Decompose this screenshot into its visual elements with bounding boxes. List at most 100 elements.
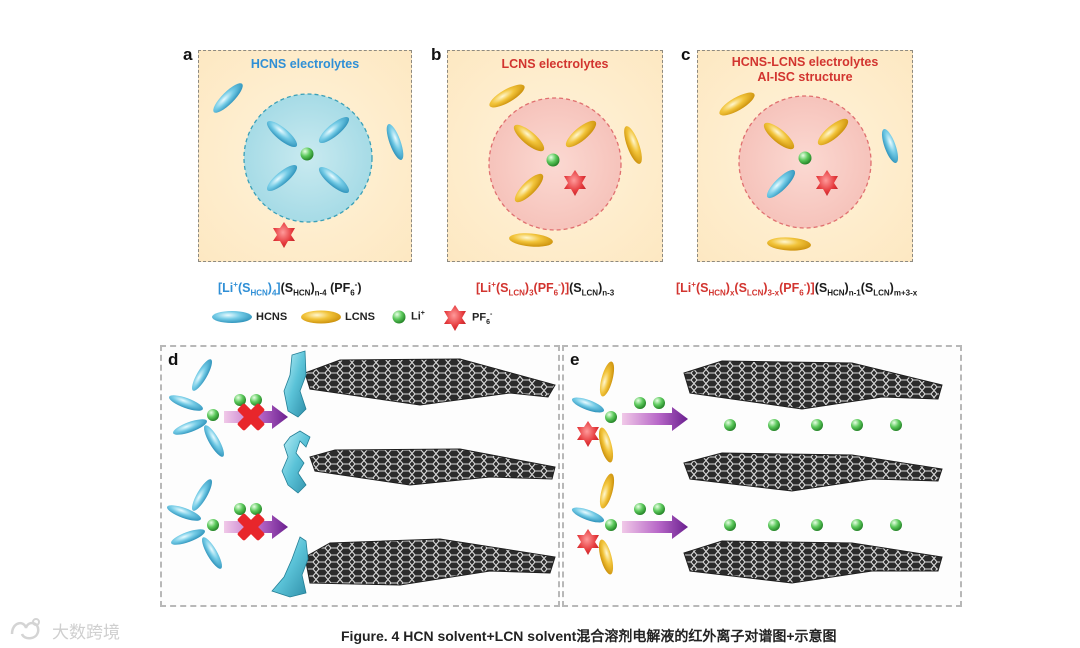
panel-b-formula: [Li+(SLCN)3(PF6-)](SLCN)n-3 — [476, 280, 615, 298]
li-ion — [207, 519, 219, 531]
hcns-molecule — [170, 529, 206, 545]
li-ion — [605, 519, 617, 531]
panel-e-letter: e — [570, 350, 580, 369]
li-ion — [634, 397, 646, 409]
pf6-anion — [577, 529, 599, 555]
hcns-molecule — [318, 116, 350, 144]
hcns-molecule — [571, 507, 605, 523]
hcns-molecule — [386, 124, 404, 160]
diffusion-arrow — [622, 407, 688, 431]
panel-c-illustration — [719, 92, 899, 251]
li-ion — [851, 419, 863, 431]
hcns-molecule — [318, 166, 350, 194]
li-ion — [811, 419, 823, 431]
lcns-molecule — [489, 84, 525, 108]
panel-d-illustration — [166, 350, 556, 598]
li-ion — [653, 397, 665, 409]
hcns-legend-icon — [212, 311, 252, 323]
graphite-sheet — [683, 360, 943, 410]
panel-d-letter: d — [168, 350, 179, 369]
panel-b-illustration — [488, 84, 642, 247]
panel-b-title: LCNS electrolytes — [501, 57, 609, 71]
exfoliated-chunk — [281, 430, 311, 494]
li-ion — [634, 503, 646, 515]
panel-a-title: HCNS electrolytes — [250, 57, 360, 71]
pf6-anion — [273, 222, 295, 248]
graphite-sheet — [683, 452, 943, 492]
panel-c-formula: [Li+(SHCN)x(SLCN)3-x(PF6-)](SHCN)n-1(SLC… — [676, 280, 918, 298]
hcns-molecule — [881, 128, 899, 164]
li-ion — [811, 519, 823, 531]
li-ion — [250, 503, 262, 515]
hcns-molecule — [192, 359, 212, 391]
li-legend-icon — [392, 310, 406, 324]
graphite-sheet — [309, 448, 556, 486]
diffusion-arrow — [622, 515, 688, 539]
pf6-anion — [816, 170, 838, 196]
graphite-sheet — [683, 540, 943, 584]
watermark-logo-icon — [10, 618, 40, 640]
panel-a-formula: [Li+(SHCN)4](SHCN)n-4 (PF6-) — [218, 280, 362, 298]
graphite-sheet — [304, 358, 556, 406]
hcns-molecule — [204, 425, 224, 457]
li-ion — [250, 394, 262, 406]
lcns-molecule — [624, 126, 642, 164]
lcns-molecule — [509, 233, 553, 247]
li-ion — [724, 419, 736, 431]
lcns-molecule — [599, 473, 615, 509]
hcns-molecule — [202, 537, 222, 569]
legend-pf6-label: PF6- — [472, 311, 493, 326]
li-ion — [890, 519, 902, 531]
lcns-molecule — [599, 361, 615, 397]
hcns-molecule — [571, 397, 605, 413]
graphite-sheet — [304, 538, 556, 586]
figure-caption: Figure. 4 HCN solvent+LCN solvent混合溶剂电解液… — [341, 628, 837, 644]
pf6-legend-icon — [444, 305, 466, 331]
pf6-anion — [577, 421, 599, 447]
lcns-molecule — [514, 173, 544, 203]
li-ion — [768, 519, 780, 531]
panel-a-letter: a — [183, 45, 193, 64]
li-ion — [234, 503, 246, 515]
li-ion — [890, 419, 902, 431]
panel-b-letter: b — [431, 45, 442, 64]
hcns-molecule — [213, 83, 243, 113]
lcns-molecule — [598, 427, 614, 463]
hcns-molecule — [766, 169, 796, 199]
lcns-molecule — [763, 122, 795, 150]
li-ion — [653, 503, 665, 515]
lcns-molecule — [767, 237, 811, 251]
hcns-molecule — [266, 164, 298, 192]
hcns-molecule — [172, 419, 208, 435]
exfoliated-chunk — [271, 536, 309, 598]
lcns-molecule — [513, 124, 545, 152]
li-ion — [207, 409, 219, 421]
legend-hcns-label: HCNS — [256, 311, 288, 323]
hcns-molecule — [192, 479, 212, 511]
panel-c-letter: c — [681, 45, 691, 64]
panel-c-title-line1: HCNS-LCNS electrolytes — [731, 55, 879, 69]
li-ion — [234, 394, 246, 406]
exfoliated-chunk — [283, 350, 307, 418]
li-ion — [546, 153, 560, 167]
hcns-molecule — [168, 395, 204, 411]
hcns-molecule — [166, 505, 202, 521]
lcns-molecule — [817, 118, 849, 146]
watermark-text: 大数跨境 — [52, 623, 120, 642]
lcns-molecule — [719, 92, 755, 116]
panel-a-illustration — [213, 83, 404, 248]
blocked-cross-icon — [237, 403, 265, 431]
lcns-legend-icon — [301, 310, 341, 324]
lcns-molecule — [598, 539, 614, 575]
legend-lcns-label: LCNS — [345, 311, 375, 323]
pf6-anion — [564, 170, 586, 196]
panel-c-title-line2: AI-ISC structure — [757, 70, 853, 84]
li-ion — [798, 151, 812, 165]
blocked-cross-icon — [237, 513, 265, 541]
li-ion — [724, 519, 736, 531]
lcns-molecule — [565, 120, 597, 148]
li-ion — [605, 411, 617, 423]
li-ion — [300, 147, 314, 161]
legend-icons — [212, 305, 466, 331]
hcns-molecule — [266, 120, 298, 148]
